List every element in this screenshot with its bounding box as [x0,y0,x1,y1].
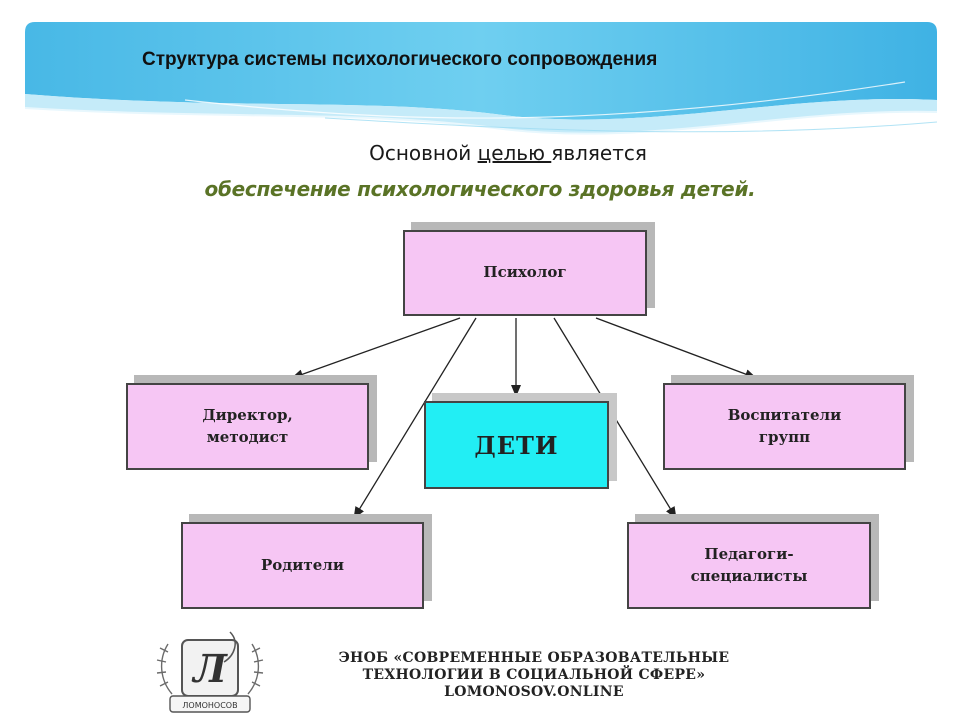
node-educators: Воспитатели групп [663,383,906,470]
lomonosov-logo: Л ЛОМОНОСОВ [150,622,270,717]
node-psychologist: Психолог [403,230,647,316]
node-children: ДЕТИ [424,401,609,489]
goal-line: Основной целью является [0,141,960,165]
arrow-to-specialists [553,317,677,519]
wave-banner-graphic [25,22,937,135]
goal-lead: Основной [369,141,478,165]
footer-website: LOMONOSOV.ONLINE [444,684,624,700]
footer-line-2: ТЕХНОЛОГИИ В СОЦИАЛЬНОЙ СФЕРЕ» [362,667,706,683]
arrow-to-educators [595,317,757,379]
goal-trail: является [551,141,647,165]
goal-statement: обеспечение психологического здоровья де… [204,177,756,201]
arrow-to-director [291,317,461,380]
node-parents: Родители [181,522,424,609]
goal-keyword: целью [477,141,552,165]
footer-organization: ЭНОБ «СОВРЕМЕННЫЕ ОБРАЗОВАТЕЛЬНЫЕ ТЕХНОЛ… [274,650,794,701]
footer-line-1: ЭНОБ «СОВРЕМЕННЫЕ ОБРАЗОВАТЕЛЬНЫЕ [338,650,730,666]
title-banner [25,22,937,152]
arrow-to-parents [353,317,477,519]
logo-caption: ЛОМОНОСОВ [182,701,237,710]
logo-letter: Л [191,646,228,691]
node-director: Директор, методист [126,383,369,470]
node-specialists: Педагоги- специалисты [627,522,871,609]
slide-title: Структура системы психологического сопро… [142,49,658,70]
